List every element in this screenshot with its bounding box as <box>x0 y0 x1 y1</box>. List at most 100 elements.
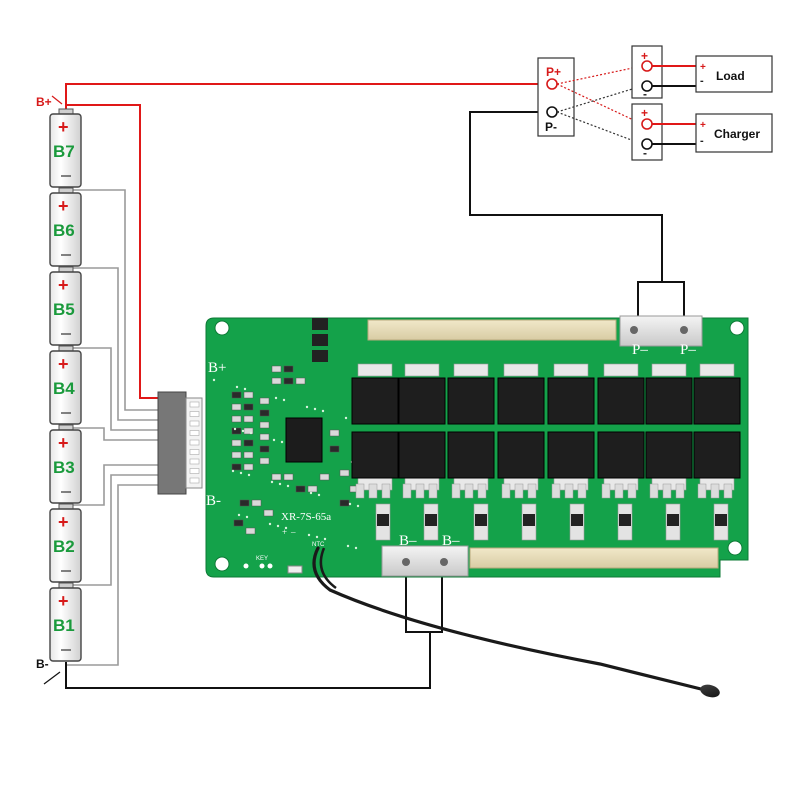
smd-part <box>271 377 282 385</box>
mosfet-icon <box>547 431 595 491</box>
via <box>272 438 276 442</box>
smd-part <box>263 509 274 517</box>
shunt-resistor <box>423 503 439 541</box>
p-plus-label: P+ <box>546 65 561 79</box>
smd-part <box>231 403 242 411</box>
bottom-busbar <box>469 547 719 569</box>
mosfet-icon <box>447 363 495 425</box>
shunt-resistor <box>473 503 489 541</box>
load-box-plus: + <box>700 62 706 73</box>
battery-label: B4 <box>53 379 75 398</box>
gate-pad <box>428 483 438 499</box>
load-plus-sign: + <box>641 49 648 63</box>
via <box>280 440 284 444</box>
p-minus-board-label-2: P– <box>680 342 696 358</box>
smd-part <box>259 457 270 465</box>
connector-pin <box>189 420 200 427</box>
via <box>239 471 243 475</box>
small-components <box>212 365 364 550</box>
mosfet-icon <box>398 363 446 425</box>
connector-pin <box>189 430 200 436</box>
smd-part <box>243 415 254 423</box>
battery-label: B3 <box>53 458 75 477</box>
battery-cell: +B6 <box>49 187 82 267</box>
b-minus-label: B- <box>36 657 49 671</box>
gate-pad <box>662 483 672 499</box>
smd-part <box>307 485 318 493</box>
battery-plus: + <box>58 354 69 374</box>
via <box>268 522 272 526</box>
charger-box-plus: + <box>700 120 706 131</box>
control-ic <box>285 417 323 463</box>
gate-pad <box>415 483 425 499</box>
gate-pad <box>564 483 574 499</box>
smd-part <box>259 421 270 429</box>
mosfet-icon <box>398 431 446 491</box>
gate-pad <box>464 483 474 499</box>
smd-part <box>231 427 242 435</box>
gate-pad <box>601 483 611 499</box>
via <box>241 429 245 433</box>
mosfet-icon <box>351 363 399 425</box>
smd-part <box>259 433 270 441</box>
via <box>356 504 360 508</box>
b-plus-label: B+ <box>36 95 52 109</box>
load-switch: + - Load + - <box>631 45 773 101</box>
charger-switch: + - Charger + - <box>631 103 773 161</box>
mosfet-icon <box>597 363 645 425</box>
b-minus-pad <box>381 545 469 577</box>
connector-pin <box>189 468 200 474</box>
mosfet-icon <box>497 363 545 425</box>
via <box>344 416 348 420</box>
via <box>354 546 358 550</box>
smd-part <box>259 397 270 405</box>
mosfet-icon <box>597 431 645 491</box>
mosfet-icon <box>693 363 741 425</box>
charger-plus-sign: + <box>641 106 648 120</box>
connector-pin <box>189 477 200 484</box>
charger-minus-sign: - <box>643 146 647 160</box>
battery-cell: +B3 <box>49 424 82 504</box>
smd-part <box>283 473 294 481</box>
gate-pad <box>614 483 624 499</box>
via <box>235 385 239 389</box>
gate-pad <box>451 483 461 499</box>
mosfet-icon <box>645 363 693 425</box>
smd-part <box>259 409 270 417</box>
smd-part <box>231 439 242 447</box>
battery-label: B1 <box>53 616 75 635</box>
shunt-resistor <box>713 503 729 541</box>
gate-pad <box>577 483 587 499</box>
via <box>249 431 253 435</box>
ntc-probe-icon <box>700 684 720 698</box>
connector-pin <box>189 411 200 417</box>
via <box>237 513 241 517</box>
connector-pin <box>189 401 200 408</box>
gate-pad <box>649 483 659 499</box>
connector-pin <box>189 449 200 455</box>
smd-part <box>271 473 282 481</box>
battery-cell: +B7 <box>49 108 82 188</box>
gate-pad <box>723 483 733 499</box>
shunt-resistor <box>665 503 681 541</box>
via <box>276 524 280 528</box>
smd-part <box>251 499 262 507</box>
board-plus-mark: + <box>282 527 287 537</box>
via <box>348 502 352 506</box>
gate-pad <box>402 483 412 499</box>
connector-pin <box>189 458 200 465</box>
gate-pad <box>697 483 707 499</box>
via <box>317 493 321 497</box>
battery-cell-icon <box>49 192 82 267</box>
smd-part <box>339 469 350 477</box>
smd-part <box>329 429 340 437</box>
load-label: Load <box>716 69 745 83</box>
gate-pad <box>501 483 511 499</box>
via <box>307 533 311 537</box>
ntc-probe <box>312 546 720 698</box>
via <box>243 387 247 391</box>
battery-cell: +B2 <box>49 503 82 583</box>
gate-pad <box>355 483 365 499</box>
via <box>233 427 237 431</box>
bms-board: P– P– B– B– B+ B- XR-7S-65a NTC KEY + – <box>157 315 749 578</box>
